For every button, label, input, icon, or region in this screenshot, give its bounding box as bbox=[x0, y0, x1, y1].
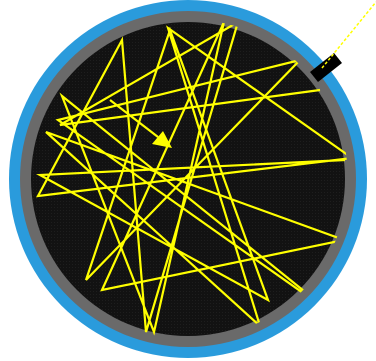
incident-light-ray bbox=[322, 2, 376, 68]
